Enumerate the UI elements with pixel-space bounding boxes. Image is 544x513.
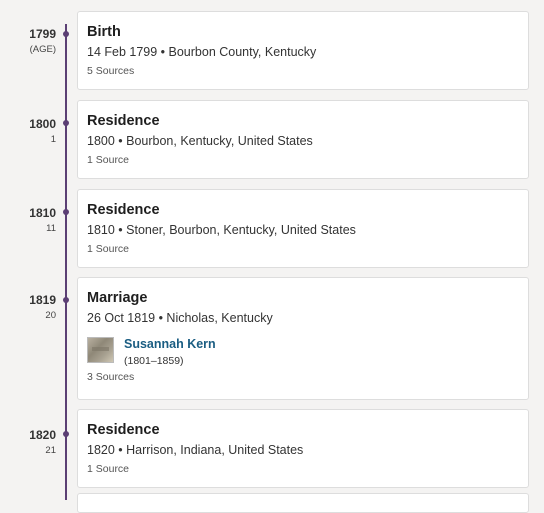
event-title: Residence (87, 202, 160, 218)
spouse-lifespan: (1801–1859) (124, 355, 184, 367)
event-title: Residence (87, 113, 160, 129)
event-year-column: 1800 1 (0, 117, 56, 145)
event-detail: 1810 • Stoner, Bourbon, Kentucky, United… (87, 223, 356, 237)
event-age: 21 (45, 445, 56, 456)
timeline-line (65, 24, 67, 500)
event-detail: 26 Oct 1819 • Nicholas, Kentucky (87, 311, 273, 325)
event-detail: 1800 • Bourbon, Kentucky, United States (87, 134, 313, 148)
event-sources-link[interactable]: 3 Sources (87, 371, 135, 383)
event-year-column: 1820 21 (0, 428, 56, 456)
spouse-info: Susannah Kern (1801–1859) (124, 336, 216, 367)
event-sources-link[interactable]: 1 Source (87, 463, 130, 475)
event-age: 1 (50, 134, 56, 145)
event-card[interactable]: Residence 1810 • Stoner, Bourbon, Kentuc… (77, 189, 529, 268)
timeline-dot (63, 120, 69, 126)
spouse-entry[interactable]: Susannah Kern (1801–1859) (87, 336, 519, 367)
event-card[interactable]: Residence 1800 • Bourbon, Kentucky, Unit… (77, 100, 529, 179)
timeline-dot (63, 297, 69, 303)
event-year-column: 1810 11 (0, 206, 56, 234)
event-year-column: 1799 (AGE) (0, 27, 56, 55)
event-title: Marriage (87, 290, 148, 306)
event-card[interactable]: Marriage 26 Oct 1819 • Nicholas, Kentuck… (77, 277, 529, 400)
event-detail: 14 Feb 1799 • Bourbon County, Kentucky (87, 45, 317, 59)
event-age: (AGE) (29, 44, 56, 55)
event-year: 1800 (29, 117, 56, 131)
event-card[interactable]: Residence 1820 • Harrison, Indiana, Unit… (77, 409, 529, 488)
event-age: 11 (46, 223, 56, 234)
event-card-partial[interactable] (77, 493, 529, 513)
timeline-dot (63, 31, 69, 37)
event-year: 1820 (29, 428, 56, 442)
event-year-column: 1819 20 (0, 293, 56, 321)
event-year: 1819 (29, 293, 56, 307)
spouse-photo[interactable] (87, 337, 114, 363)
event-sources-link[interactable]: 1 Source (87, 154, 130, 166)
event-year: 1799 (29, 27, 56, 41)
timeline-dot (63, 209, 69, 215)
event-year: 1810 (29, 206, 56, 220)
event-title: Birth (87, 24, 121, 40)
spouse-name-link[interactable]: Susannah Kern (124, 337, 216, 351)
event-detail: 1820 • Harrison, Indiana, United States (87, 443, 304, 457)
event-card[interactable]: Birth 14 Feb 1799 • Bourbon County, Kent… (77, 11, 529, 90)
event-age: 20 (45, 310, 56, 321)
timeline-dot (63, 431, 69, 437)
event-title: Residence (87, 422, 160, 438)
event-sources-link[interactable]: 1 Source (87, 243, 130, 255)
event-sources-link[interactable]: 5 Sources (87, 65, 135, 77)
